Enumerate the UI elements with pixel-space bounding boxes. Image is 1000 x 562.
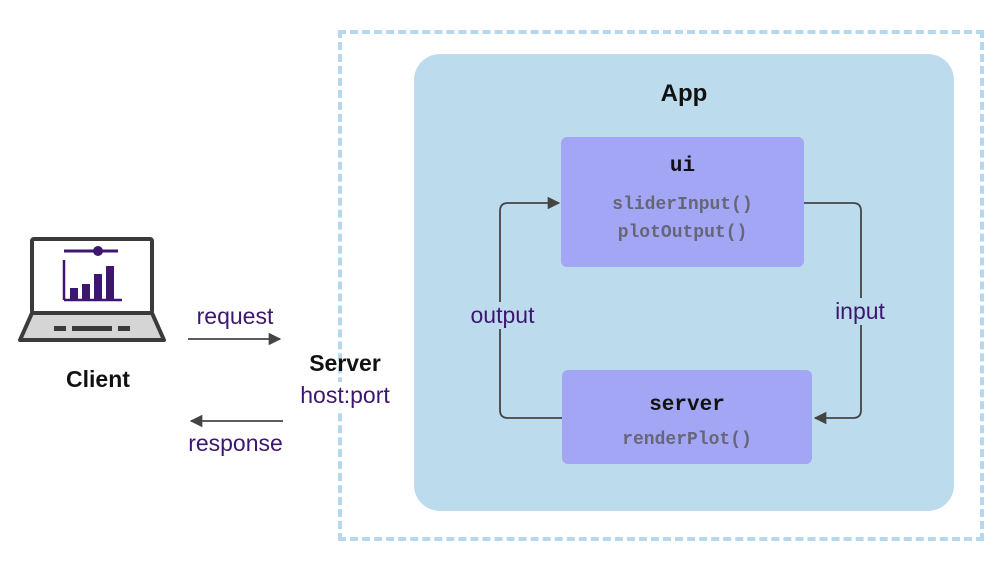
app-title: App [660,80,708,107]
input-label: input [820,298,900,325]
server-frame [338,30,984,541]
output-label: output [455,302,550,329]
laptop-chart-icon [18,236,166,344]
client-label: Client [66,366,130,392]
server-address: host:port [283,382,407,409]
server-label: Server [309,350,381,376]
ui-title: ui [669,155,696,178]
server-node: server renderPlot() [562,370,812,464]
request-label: request [196,303,274,329]
ui-node: ui sliderInput() plotOutput() [561,137,804,267]
render-plot-function: renderPlot() [622,430,752,450]
server-node-title: server [649,394,725,417]
plot-output-function: plotOutput() [617,223,748,243]
slider-input-function: sliderInput() [612,195,753,215]
response-label: response [188,430,283,456]
